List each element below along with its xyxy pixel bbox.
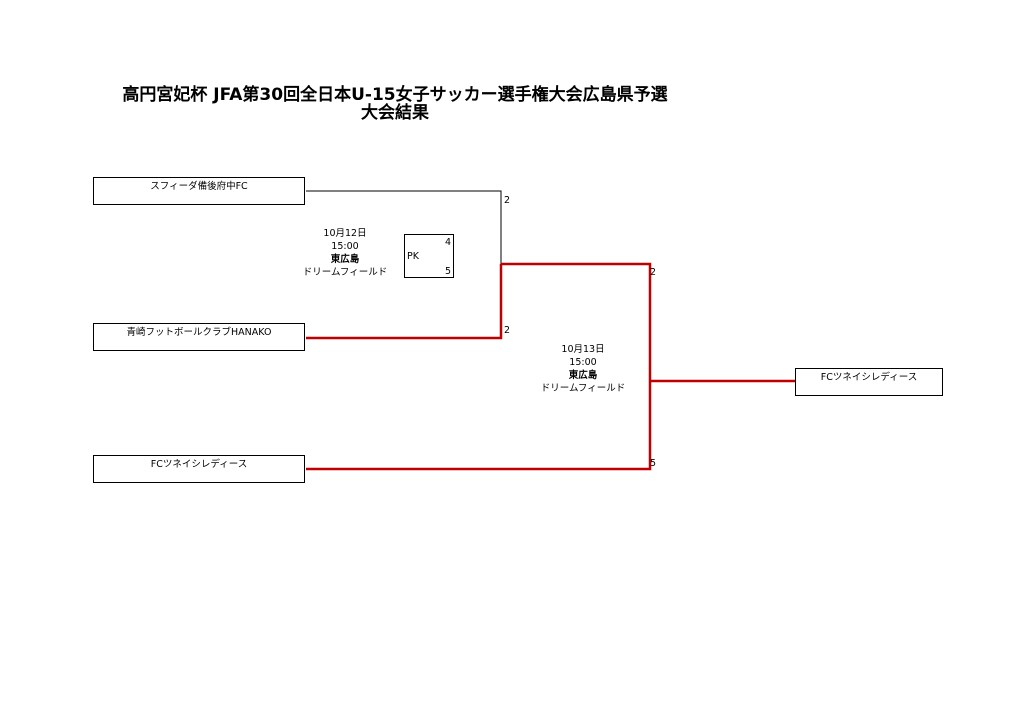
score-final-top: 2 (650, 267, 657, 278)
score-match1-top: 2 (504, 195, 511, 206)
pk-box: PK 4 5 (404, 234, 454, 278)
team-fc-tsuneishi: FCツネイシレディース (93, 455, 305, 483)
pk-score-top: 4 (444, 237, 451, 248)
tournament-subtitle: 大会結果 (361, 103, 429, 123)
team-aosaki-hanako: 青崎フットボールクラブHANAKO (93, 323, 305, 351)
pk-score-bottom: 5 (444, 266, 451, 277)
pk-label: PK (407, 251, 419, 262)
final-venue-city: 東広島 (568, 370, 598, 381)
bracket-line-sfida (306, 190, 502, 264)
match1-venue-city: 東広島 (330, 254, 360, 265)
match1-time: 15:00 (331, 241, 359, 252)
tournament-title: 高円宮妃杯 JFA第30回全日本U-15女子サッカー選手権大会広島県予選 (122, 85, 668, 105)
champion-fc-tsuneishi: FCツネイシレディース (795, 368, 943, 396)
final-time: 15:00 (569, 357, 597, 368)
match1-date: 10月12日 (323, 228, 367, 239)
match1-info: 10月12日 15:00 東広島 ドリームフィールド (300, 227, 390, 279)
final-info: 10月13日 15:00 東広島 ドリームフィールド (536, 343, 630, 395)
team-sfida-bingo-fuchu: スフィーダ備後府中FC (93, 177, 305, 205)
final-date: 10月13日 (561, 344, 605, 355)
score-final-bottom: 5 (650, 458, 657, 469)
final-venue-name: ドリームフィールド (540, 383, 626, 394)
score-match1-bottom: 2 (504, 325, 511, 336)
bracket-line-aosaki-final (501, 262, 652, 381)
bracket-line-aosaki (306, 264, 503, 340)
match1-venue-name: ドリームフィールド (302, 267, 388, 278)
bracket-line-tsuneishi (306, 381, 652, 471)
